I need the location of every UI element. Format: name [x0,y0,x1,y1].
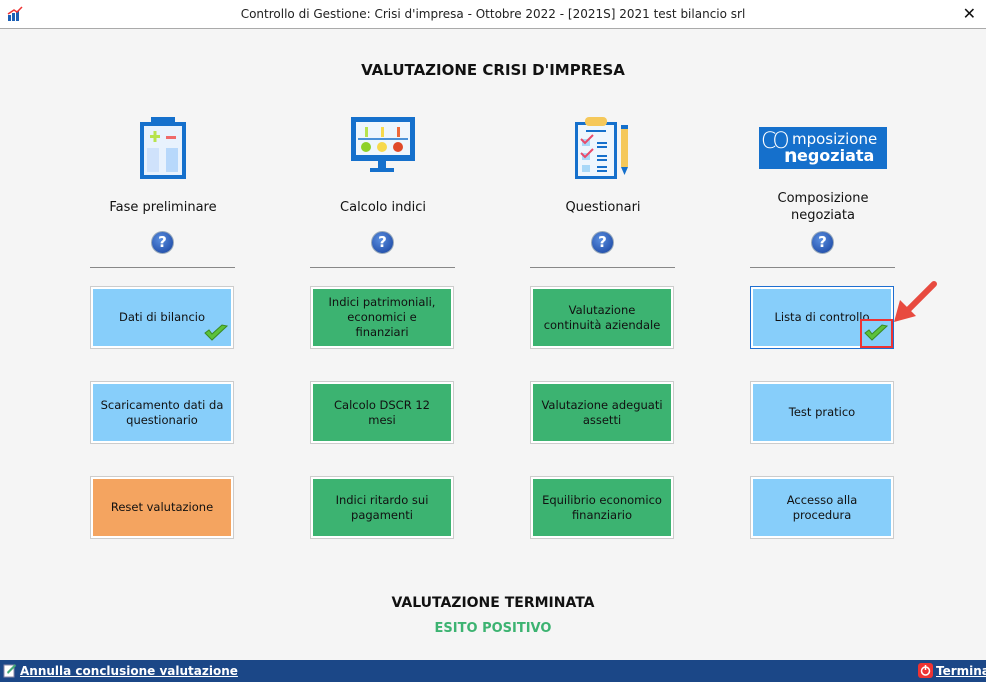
button-valutazione-adeguati-assetti[interactable]: Valutazione adeguati assetti [530,381,674,444]
column-heading: Questionari [565,199,641,215]
button-indici-patrimoniali-economici-e-finanziari[interactable]: Indici patrimoniali, economici e finanzi… [310,286,454,349]
footer-bar: Annulla conclusione valutazione Termina [0,660,986,682]
page-title: VALUTAZIONE CRISI D'IMPRESA [361,61,625,79]
button-lista-di-controllo[interactable]: Lista di controllo [750,286,894,349]
button-accesso-alla-procedura[interactable]: Accesso alla procedura [750,476,894,539]
button-valutazione-continuit-aziendale[interactable]: Valutazione continuità aziendale [530,286,674,349]
monitor-chart-icon [310,115,456,185]
status-result: ESITO POSITIVO [434,621,552,636]
app-chart-icon [7,6,23,21]
help-icon[interactable]: ? [811,231,834,254]
termina-link[interactable]: Termina [936,664,986,678]
power-icon [918,663,933,678]
status-title: VALUTAZIONE TERMINATA [391,595,595,611]
button-scaricamento-dati-da-questionario[interactable]: Scaricamento dati da questionario [90,381,234,444]
divider [530,267,675,268]
button-reset-valutazione[interactable]: Reset valutazione [90,476,234,539]
check-icon [204,324,229,341]
edit-document-icon [3,664,16,678]
divider [90,267,235,268]
divider [310,267,455,268]
window-title: Controllo di Gestione: Crisi d'impresa -… [240,7,746,21]
button-indici-ritardo-sui-pagamenti[interactable]: Indici ritardo sui pagamenti [310,476,454,539]
annotation-arrow [894,281,937,322]
help-icon[interactable]: ? [371,231,394,254]
checklist-pen-icon [530,115,676,185]
button-equilibrio-economico-finanziario[interactable]: Equilibrio economico finanziario [530,476,674,539]
check-icon [864,324,889,341]
title-bar: Controllo di Gestione: Crisi d'impresa -… [0,0,986,29]
help-icon[interactable]: ? [151,231,174,254]
divider [750,267,895,268]
button-calcolo-dscr-12-mesi[interactable]: Calcolo DSCR 12 mesi [310,381,454,444]
button-dati-di-bilancio[interactable]: Dati di bilancio [90,286,234,349]
annulla-conclusione-link[interactable]: Annulla conclusione valutazione [20,664,238,678]
help-icon[interactable]: ? [591,231,614,254]
column-heading: Calcolo indici [340,199,426,215]
column-heading: Fase preliminare [109,199,217,215]
clipboard-plus-minus-icon [90,115,236,185]
highlight-box [860,319,893,348]
close-icon[interactable]: ✕ [962,4,976,23]
column-heading: Composizione negoziata [777,191,869,223]
button-test-pratico[interactable]: Test pratico [750,381,894,444]
